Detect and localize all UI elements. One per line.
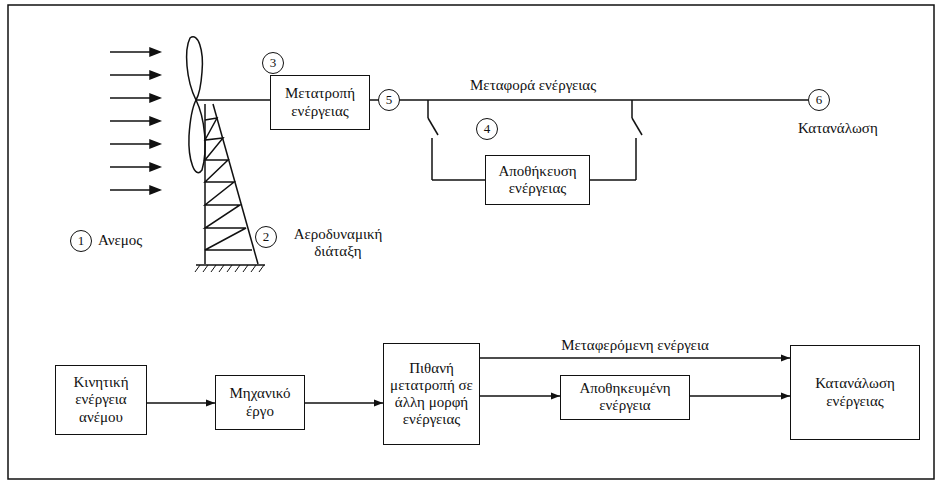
callout-number: 4 xyxy=(476,118,498,140)
box-text: Αποθήκευση ενέργειας xyxy=(492,163,583,198)
process-box: Αποθηκευμένη ενέργεια xyxy=(560,375,690,420)
frame xyxy=(8,5,934,479)
box-text: Κινητική ενέργεια ανέμου xyxy=(62,374,140,426)
flow-arrow xyxy=(480,395,560,397)
part-label: Αεροδυναμική διάταξη xyxy=(278,226,398,261)
part-label: Μεταφορά ενέργειας xyxy=(470,77,596,94)
flow-arrow xyxy=(147,402,215,404)
callout-number: 3 xyxy=(262,52,284,74)
box-text: Πιθανή μετατροπή σε άλλη μορφή ενέργειας xyxy=(390,360,473,429)
box-text: Αποθηκευμένη ενέργεια xyxy=(567,380,683,415)
callout-number: 6 xyxy=(808,89,830,111)
flow-arrow xyxy=(480,357,790,359)
propeller xyxy=(187,37,270,173)
process-box: Μηχανικό έργο xyxy=(215,375,305,430)
flow-arrow xyxy=(305,402,383,404)
part-label: Κατανάλωση xyxy=(798,120,878,137)
box-text: Κατανάλωση ενέργειας xyxy=(797,375,913,410)
flow-arrow xyxy=(690,395,790,397)
part-label: Ανεμος xyxy=(98,232,142,249)
box-text: Μετατροπή ενέργειας xyxy=(277,85,363,120)
wind-arrows xyxy=(110,48,160,194)
process-box: Κατανάλωση ενέργειας xyxy=(790,345,920,440)
edge-label: Μεταφερόμενη ενέργεια xyxy=(558,337,712,354)
callout-number: 5 xyxy=(378,89,400,111)
callout-number: 2 xyxy=(255,226,277,248)
process-box: Μετατροπή ενέργειας xyxy=(270,75,370,130)
process-box: Κινητική ενέργεια ανέμου xyxy=(55,365,147,435)
process-box: Πιθανή μετατροπή σε άλλη μορφή ενέργειας xyxy=(383,343,480,445)
lattice-tower xyxy=(195,104,265,272)
process-box: Αποθήκευση ενέργειας xyxy=(485,155,590,205)
callout-number: 1 xyxy=(70,230,92,252)
box-text: Μηχανικό έργο xyxy=(222,385,298,420)
